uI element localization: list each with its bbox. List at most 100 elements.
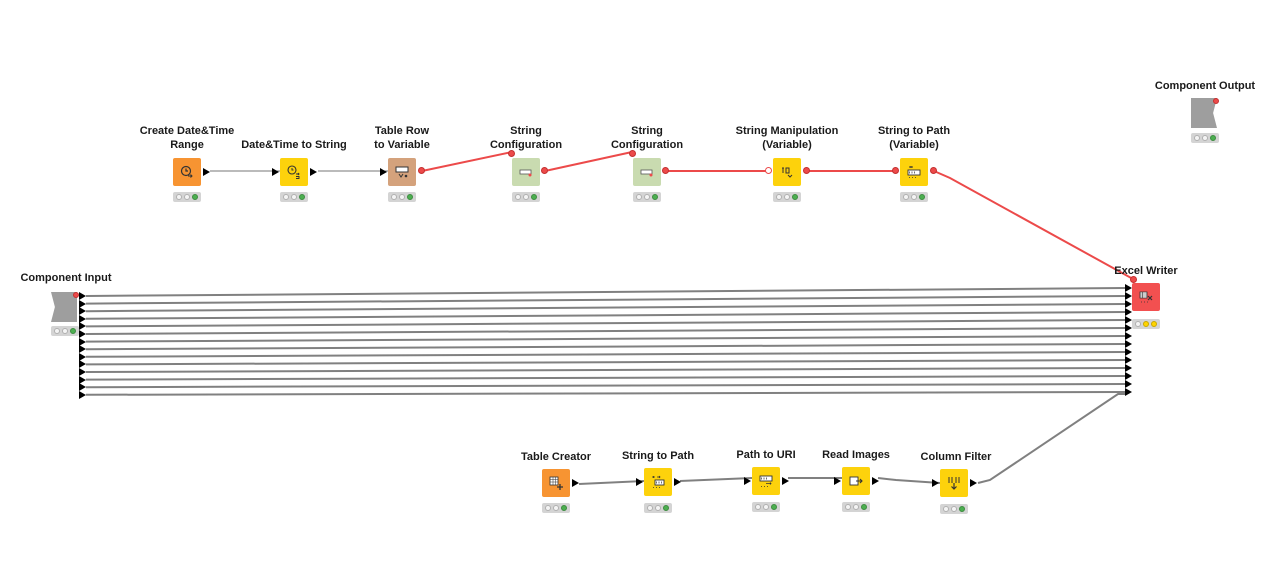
output-port[interactable] — [782, 477, 789, 485]
output-port[interactable] — [79, 360, 86, 369]
data-connection[interactable] — [85, 351, 1126, 358]
output-port[interactable] — [79, 337, 86, 346]
input-port[interactable] — [380, 168, 387, 176]
input-port[interactable] — [1125, 380, 1132, 388]
text-field-icon[interactable] — [633, 158, 661, 186]
flow-variable-connection[interactable] — [933, 170, 1134, 280]
input-port[interactable] — [932, 479, 939, 487]
variable-output-port[interactable] — [541, 167, 548, 174]
data-connection[interactable] — [977, 393, 1125, 484]
column-filter-icon[interactable] — [940, 469, 968, 497]
input-port[interactable] — [1125, 372, 1132, 380]
data-connection[interactable] — [85, 287, 1126, 297]
data-connection[interactable] — [85, 343, 1126, 351]
data-connection[interactable] — [679, 477, 753, 482]
input-port[interactable] — [1125, 316, 1132, 324]
input-port[interactable] — [1125, 284, 1132, 292]
read-images-icon[interactable] — [842, 467, 870, 495]
string-to-path-icon[interactable] — [900, 158, 928, 186]
node-excel-writer[interactable]: Excel Writer — [1066, 264, 1226, 334]
variable-input-port[interactable] — [508, 150, 515, 157]
output-port[interactable] — [872, 477, 879, 485]
node-string-to-path[interactable]: String to Path — [578, 449, 738, 519]
input-port[interactable] — [834, 477, 841, 485]
data-connection[interactable] — [85, 375, 1126, 381]
node-datetime-to-string[interactable]: Date&Time to String — [214, 124, 374, 204]
path-to-uri-icon[interactable] — [752, 467, 780, 495]
data-connection[interactable] — [85, 367, 1126, 373]
data-connection[interactable] — [85, 335, 1126, 343]
variable-output-port[interactable] — [73, 292, 79, 298]
data-connection[interactable] — [877, 477, 941, 484]
variable-input-port[interactable] — [765, 167, 772, 174]
clock-to-text-icon[interactable] — [280, 158, 308, 186]
data-connection[interactable] — [578, 480, 645, 485]
string-to-path-icon[interactable] — [644, 468, 672, 496]
flow-variable-connection[interactable] — [544, 151, 633, 172]
output-port[interactable] — [79, 375, 86, 384]
data-connection[interactable] — [85, 303, 1126, 313]
excel-writer-icon[interactable] — [1132, 283, 1160, 311]
component-input-icon[interactable] — [51, 292, 77, 322]
input-port[interactable] — [1125, 324, 1132, 332]
node-table-creator[interactable]: Table Creator — [476, 450, 636, 520]
input-port[interactable] — [1125, 292, 1132, 300]
output-port[interactable] — [79, 314, 86, 323]
input-port[interactable] — [1125, 332, 1132, 340]
output-port[interactable] — [79, 330, 86, 338]
input-port[interactable] — [636, 478, 643, 486]
variable-input-port[interactable] — [1213, 98, 1219, 104]
output-port[interactable] — [79, 352, 86, 361]
node-column-filter[interactable]: Column Filter — [876, 450, 1036, 520]
input-port[interactable] — [1125, 388, 1132, 396]
variable-input-port[interactable] — [629, 150, 636, 157]
variable-output-port[interactable] — [803, 167, 810, 174]
calendar-clock-icon[interactable] — [173, 158, 201, 186]
input-port[interactable] — [1125, 308, 1132, 316]
table-plus-icon[interactable] — [542, 469, 570, 497]
input-port[interactable] — [1125, 364, 1132, 372]
component-output-icon[interactable] — [1191, 98, 1217, 128]
output-port[interactable] — [203, 168, 210, 176]
node-table-row-to-variable[interactable]: Table Row to Variable — [322, 124, 482, 204]
input-port[interactable] — [1125, 340, 1132, 348]
output-port[interactable] — [79, 383, 86, 392]
output-port[interactable] — [572, 479, 579, 487]
data-connection[interactable] — [85, 359, 1126, 366]
output-port[interactable] — [970, 479, 977, 487]
output-port[interactable] — [79, 299, 86, 308]
input-port[interactable] — [1125, 300, 1132, 308]
data-connection[interactable] — [85, 327, 1126, 335]
data-connection[interactable] — [85, 391, 1126, 396]
variable-output-port[interactable] — [662, 167, 669, 174]
node-component-input[interactable]: Component Input — [0, 271, 160, 341]
node-string-to-path-variable[interactable]: String to Path (Variable) — [834, 124, 994, 204]
node-component-output[interactable]: Component Output — [1125, 79, 1277, 149]
output-port[interactable] — [79, 322, 86, 331]
row-to-variable-icon[interactable] — [388, 158, 416, 186]
data-connection[interactable] — [85, 383, 1126, 389]
string-manipulation-icon[interactable] — [773, 158, 801, 186]
variable-input-port[interactable] — [1130, 276, 1137, 283]
input-port[interactable] — [1125, 356, 1132, 364]
node-string-configuration-2[interactable]: String Configuration — [567, 124, 727, 204]
input-port[interactable] — [272, 168, 279, 176]
data-connection[interactable] — [85, 295, 1126, 305]
output-port[interactable] — [79, 345, 86, 354]
input-port[interactable] — [1125, 348, 1132, 356]
data-connection[interactable] — [85, 311, 1126, 320]
output-port[interactable] — [79, 390, 86, 399]
input-port[interactable] — [744, 477, 751, 485]
text-field-icon[interactable] — [512, 158, 540, 186]
variable-input-port[interactable] — [892, 167, 899, 174]
output-port[interactable] — [674, 478, 681, 486]
data-connection[interactable] — [85, 319, 1126, 328]
node-read-images[interactable]: Read Images — [776, 448, 936, 518]
output-port[interactable] — [310, 168, 317, 176]
flow-variable-connection[interactable] — [421, 151, 513, 172]
variable-output-port[interactable] — [930, 167, 937, 174]
node-string-configuration-1[interactable]: String Configuration — [446, 124, 606, 204]
node-create-datetime-range[interactable]: Create Date&Time Range — [107, 124, 267, 204]
node-string-manipulation-variable[interactable]: String Manipulation (Variable) — [707, 124, 867, 204]
